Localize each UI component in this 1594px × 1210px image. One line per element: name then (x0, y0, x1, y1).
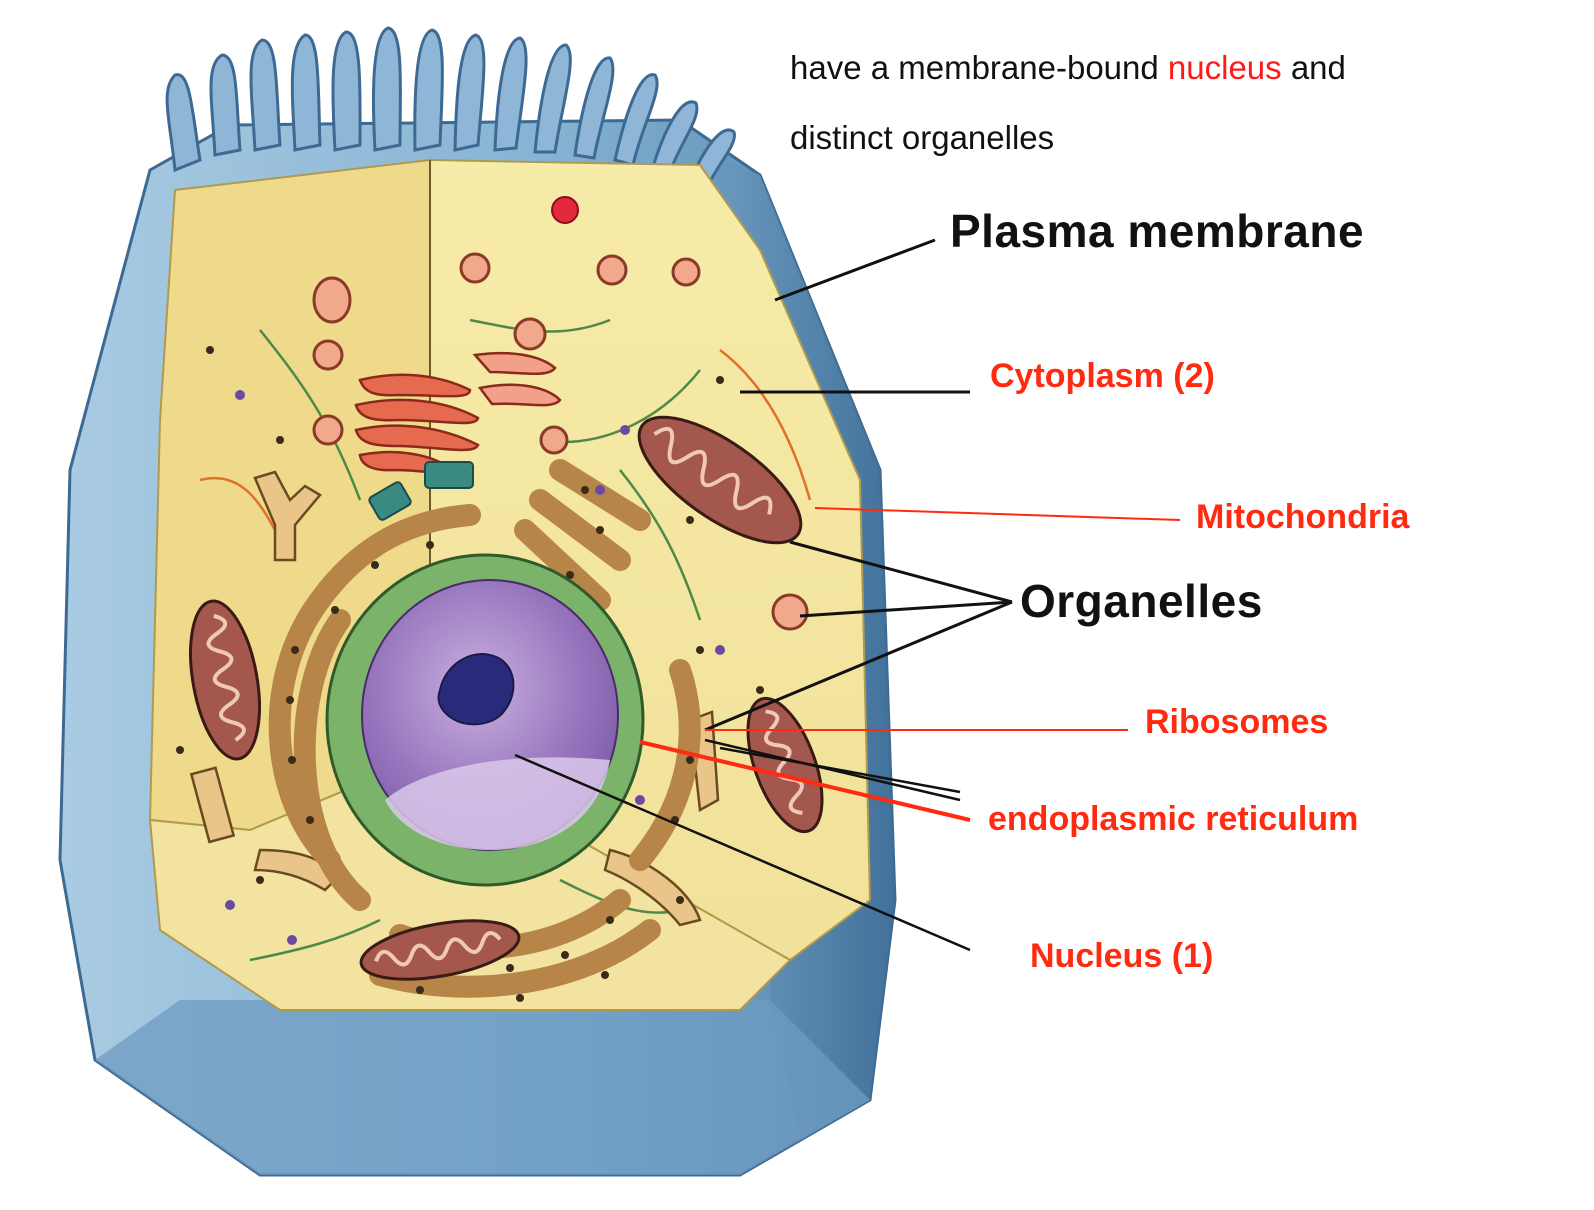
vesicle (552, 197, 578, 223)
label-cytoplasm: Cytoplasm (2) (990, 357, 1215, 396)
intro-text-suffix: and (1282, 49, 1346, 86)
label-plasma-membrane: Plasma membrane (950, 204, 1364, 258)
label-ribosomes: Ribosomes (1145, 703, 1328, 742)
intro-nucleus-highlight: nucleus (1168, 49, 1282, 86)
intro-line-1: have a membrane-bound nucleus and (790, 48, 1346, 88)
label-endoplasmic-reticulum: endoplasmic reticulum (988, 800, 1358, 839)
cell-bottom-face (95, 1000, 870, 1175)
intro-line-2: distinct organelles (790, 118, 1054, 158)
label-nucleus: Nucleus (1) (1030, 937, 1213, 976)
label-organelles: Organelles (1020, 574, 1263, 628)
intro-text-prefix: have a membrane-bound (790, 49, 1168, 86)
label-mitochondria: Mitochondria (1196, 498, 1409, 537)
